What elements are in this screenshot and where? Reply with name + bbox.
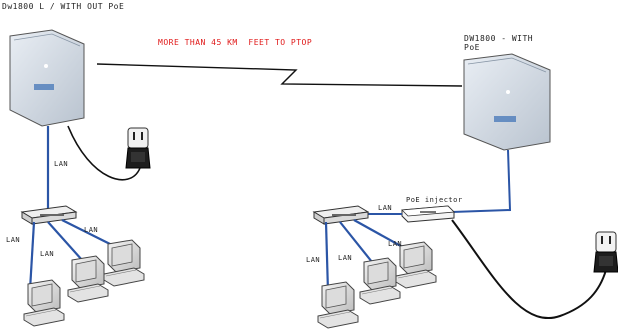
poe-injector [401,205,455,223]
distance-label: MORE THAN 45 KM FEET TO PTOP [158,38,313,47]
left-pc2-cable [47,221,83,261]
left-unit-label: Dw1800 L / WITH OUT PoE [2,2,125,11]
right-power-cable [451,219,607,319]
left-switch [20,205,78,225]
right-unit-label-line2: PoE [464,43,480,52]
right-poe-lan-cable [451,149,512,213]
left-pc2-lan-label: LAN [40,250,55,258]
right-link-lan-label: LAN [378,204,393,212]
left-pc3-cable [61,219,119,249]
right-computer-1 [317,281,359,329]
left-pc1-lan-label: LAN [6,236,21,244]
left-computer-3 [103,239,145,287]
right-pc3-cable [353,219,409,251]
left-computer-1 [23,279,65,327]
right-unit-label-line1: DW1800 - WITH [464,34,534,43]
left-power-cable [67,125,141,181]
wireless-link-line [96,63,463,87]
left-pc1-cable [28,221,36,291]
left-computer-2 [67,255,109,303]
right-switch [312,205,370,225]
right-pc2-cable [339,221,373,263]
poe-injector-label: PoE injector [406,196,463,204]
left-radio-unit [9,29,85,127]
right-pc1-lan-label: LAN [306,256,321,264]
right-computer-2 [359,257,401,305]
left-lan-cable-label: LAN [54,160,69,168]
right-radio-unit [463,53,551,151]
right-pc1-cable [324,221,330,293]
right-pc2-lan-label: LAN [338,254,353,262]
right-power-adapter [593,231,618,273]
left-power-adapter [125,127,151,169]
right-pc3-lan-label: LAN [388,240,403,248]
left-pc3-lan-label: LAN [84,226,99,234]
